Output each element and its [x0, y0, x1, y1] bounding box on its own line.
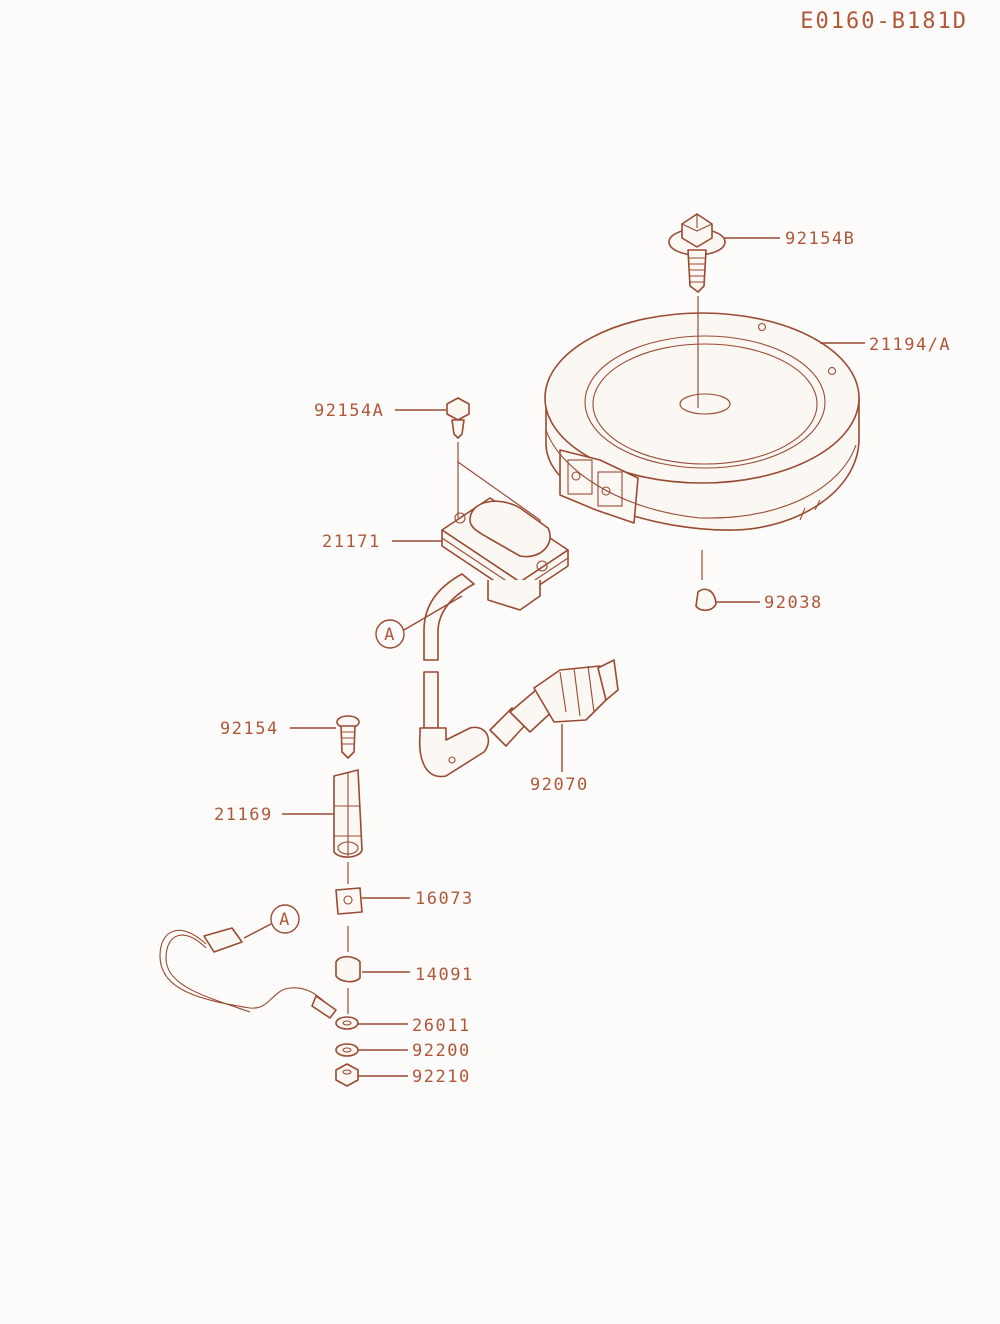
callout-92210[interactable]: 92210 — [412, 1067, 471, 1087]
callout-92070[interactable]: 92070 — [530, 775, 589, 795]
callout-21171[interactable]: 21171 — [322, 532, 381, 552]
stop-wire-part — [159, 927, 337, 1019]
callout-16073[interactable]: 16073 — [415, 889, 474, 909]
ref-marker-a-bottom — [270, 904, 300, 934]
nut-92210-part — [335, 1063, 359, 1087]
flywheel-part — [544, 312, 860, 531]
callout-92154b[interactable]: 92154B — [785, 229, 855, 249]
bolt-92154a-part — [446, 397, 470, 439]
key-92038-part — [695, 588, 717, 612]
bolt-92154-part — [336, 715, 360, 759]
callout-92154a[interactable]: 92154A — [314, 401, 384, 421]
clip-16073-part — [335, 887, 363, 915]
ignition-coil-part — [418, 497, 569, 778]
callout-21194a[interactable]: 21194/A — [869, 335, 951, 355]
callout-14091[interactable]: 14091 — [415, 965, 474, 985]
callout-92154[interactable]: 92154 — [220, 719, 279, 739]
terminal-26011-part — [335, 1016, 359, 1030]
callout-92038[interactable]: 92038 — [764, 593, 823, 613]
callout-26011[interactable]: 26011 — [412, 1016, 471, 1036]
diagram-code: E0160-B181D — [800, 9, 968, 34]
ref-marker-a-bottom-label: A — [279, 910, 291, 930]
washer-92200-part — [335, 1043, 359, 1057]
ref-marker-a-top-label: A — [384, 625, 396, 645]
bolt-92154b-part — [668, 213, 726, 293]
callout-21169[interactable]: 21169 — [214, 805, 273, 825]
callout-92200[interactable]: 92200 — [412, 1041, 471, 1061]
spark-plug-part — [489, 659, 619, 747]
stopper-14091-part — [335, 955, 361, 983]
ref-marker-a-top — [375, 619, 405, 649]
bracket-21169-part — [333, 769, 363, 858]
